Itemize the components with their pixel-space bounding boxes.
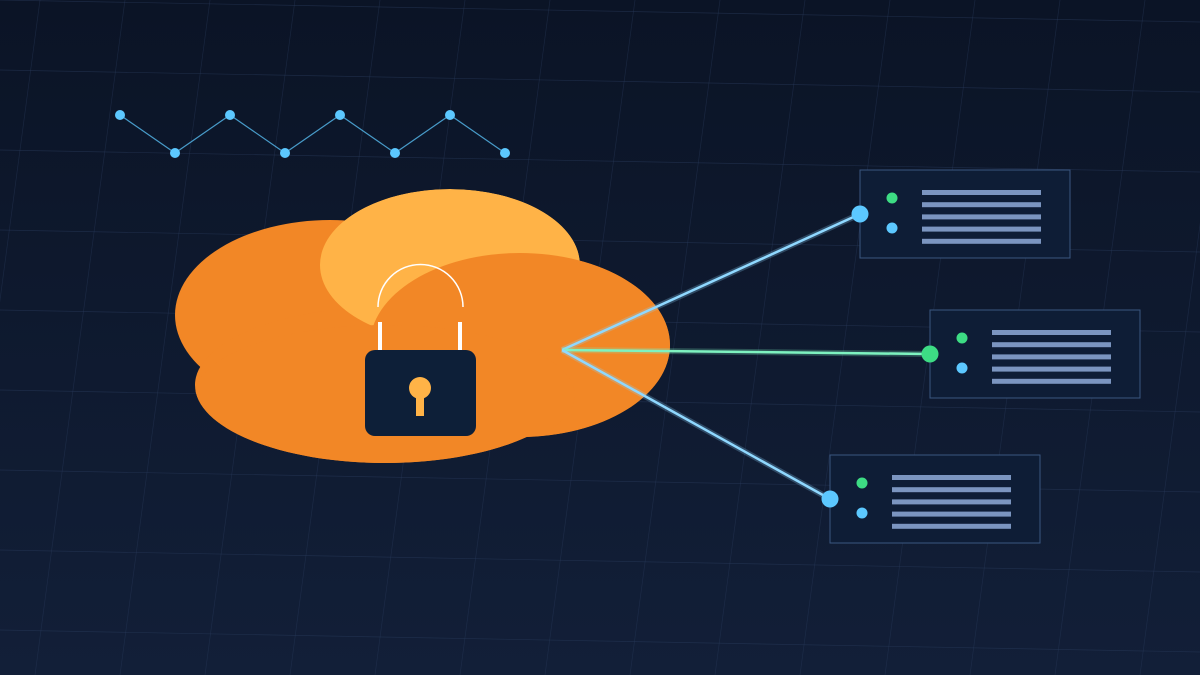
network-node-icon bbox=[115, 110, 125, 120]
server-line bbox=[922, 214, 1041, 220]
network-node-icon bbox=[335, 110, 345, 120]
connection-line bbox=[561, 348, 931, 356]
connection-line bbox=[561, 212, 861, 352]
server-panel bbox=[859, 169, 1071, 259]
network-zigzag-icon bbox=[115, 110, 510, 158]
grid-line bbox=[714, 0, 806, 675]
network-node-icon bbox=[390, 148, 400, 158]
grid-line bbox=[0, 149, 1200, 173]
server-line bbox=[922, 202, 1041, 208]
network-node-icon bbox=[445, 110, 455, 120]
grid-line bbox=[0, 69, 1200, 93]
connector-node-icon bbox=[821, 490, 839, 508]
network-node-icon bbox=[280, 148, 290, 158]
server-list bbox=[821, 169, 1141, 544]
server-line bbox=[892, 499, 1011, 505]
grid-line bbox=[629, 0, 721, 675]
server-line bbox=[922, 190, 1041, 195]
server-line bbox=[922, 226, 1041, 232]
grid-line bbox=[0, 0, 41, 303]
network-node-icon bbox=[170, 148, 180, 158]
connector-node-icon bbox=[851, 205, 869, 223]
network-node-icon bbox=[500, 148, 510, 158]
connection-line bbox=[561, 348, 831, 501]
server-panel bbox=[929, 309, 1141, 399]
network-node-icon bbox=[225, 110, 235, 120]
server-line bbox=[892, 511, 1011, 517]
keyhole-icon bbox=[409, 377, 431, 399]
server-line bbox=[892, 523, 1011, 529]
grid-line bbox=[1139, 222, 1200, 675]
server-line bbox=[992, 342, 1111, 348]
grid-line bbox=[119, 0, 211, 675]
server-line bbox=[922, 238, 1041, 244]
grid-line bbox=[0, 0, 1200, 23]
server-line bbox=[992, 354, 1111, 360]
server-icon bbox=[851, 169, 1071, 259]
status-led-blue bbox=[886, 222, 898, 234]
grid-line bbox=[0, 629, 1200, 653]
connector-node-icon bbox=[921, 345, 939, 363]
status-led-green bbox=[886, 192, 898, 204]
grid-line bbox=[799, 0, 891, 675]
server-line bbox=[992, 378, 1111, 384]
grid-line bbox=[34, 0, 126, 675]
server-icon bbox=[921, 309, 1141, 399]
status-led-green bbox=[856, 477, 868, 489]
zigzag-line bbox=[119, 114, 506, 154]
server-line bbox=[992, 330, 1111, 335]
server-line bbox=[892, 475, 1011, 480]
grid-line bbox=[0, 549, 1200, 573]
connection-links bbox=[560, 211, 931, 502]
padlock-icon bbox=[365, 263, 476, 436]
status-led-green bbox=[956, 332, 968, 344]
server-line bbox=[992, 366, 1111, 372]
status-led-blue bbox=[956, 362, 968, 374]
server-panel bbox=[829, 454, 1041, 544]
status-led-blue bbox=[856, 507, 868, 519]
server-icon bbox=[821, 454, 1041, 544]
server-line bbox=[892, 487, 1011, 493]
